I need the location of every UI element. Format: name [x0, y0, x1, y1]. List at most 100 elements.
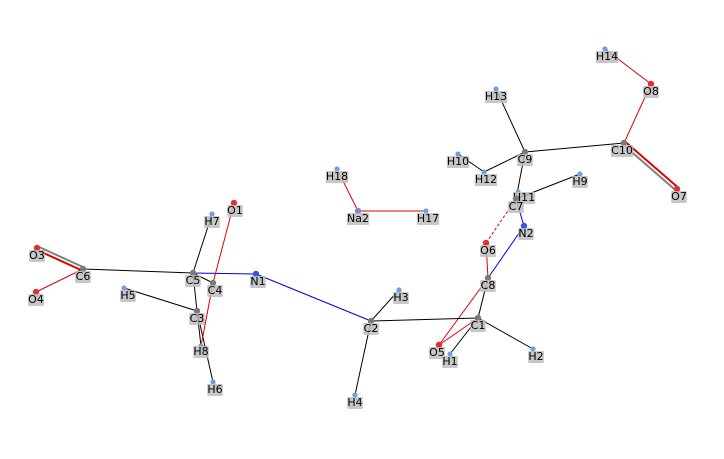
bond-c10-o7-b — [624, 140, 679, 189]
atom-label: C8 — [481, 279, 496, 292]
atom-label-bg — [518, 228, 534, 240]
atom-dot — [530, 346, 536, 352]
atom-label: O4 — [28, 293, 44, 306]
atom-h1: H1 — [442, 351, 458, 368]
atom-label: C9 — [518, 153, 533, 166]
atom-n2: N2 — [518, 222, 534, 240]
atom-dot — [577, 171, 583, 177]
atom-c7: C7 — [508, 195, 524, 213]
atom-label: O8 — [643, 85, 659, 98]
atom-label-bg — [325, 171, 349, 183]
atom-h6: H6 — [207, 379, 223, 396]
atom-o1: O1 — [227, 199, 243, 217]
atom-label-bg — [595, 51, 619, 63]
atom-label-bg — [120, 290, 136, 302]
atom-n1: N1 — [250, 270, 266, 288]
atom-label: C6 — [76, 270, 91, 283]
atom-label: H6 — [207, 383, 222, 396]
atom-label: O7 — [671, 190, 687, 203]
bond-c5-c6 — [82, 268, 194, 274]
atom-h2: H2 — [528, 346, 544, 363]
atom-label-bg — [250, 276, 266, 288]
atom-dot — [79, 265, 87, 273]
bond-c10-c9 — [524, 142, 625, 153]
atom-dot — [210, 379, 216, 385]
atom-label: O6 — [480, 244, 496, 257]
atom-h10: H10 — [446, 151, 470, 168]
atom-label: C5 — [186, 274, 201, 287]
atom-c8: C8 — [480, 274, 496, 292]
atom-h18: H18 — [325, 166, 349, 183]
atom-label: H5 — [120, 289, 135, 302]
atom-h4: H4 — [347, 392, 363, 409]
atom-label: C1 — [471, 319, 486, 332]
atom-dot — [474, 314, 482, 322]
atom-dot — [209, 211, 215, 217]
atom-c2: C2 — [363, 317, 379, 335]
atom-label-bg — [480, 245, 496, 257]
atom-o3: O3 — [29, 244, 45, 262]
bond-c8-o5 — [438, 277, 489, 346]
atom-h8: H8 — [193, 343, 209, 358]
atom-label-bg — [347, 397, 363, 409]
atom-h7: H7 — [204, 211, 220, 228]
atom-o8: O8 — [643, 80, 659, 98]
atom-dot — [482, 239, 490, 247]
atom-dot — [32, 288, 40, 296]
atom-label-bg — [480, 280, 496, 292]
atom-c5: C5 — [185, 269, 201, 287]
atom-label-bg — [346, 213, 370, 225]
bond-n1-c5 — [192, 272, 257, 275]
atom-h3: H3 — [393, 287, 409, 304]
atom-label: H18 — [326, 170, 348, 183]
atom-label-bg — [643, 86, 659, 98]
atom-dot — [189, 269, 197, 277]
atom-label-bg — [207, 285, 223, 297]
atom-label: H13 — [485, 90, 507, 103]
bond-c1-h2 — [477, 317, 534, 350]
atom-dot — [455, 151, 461, 157]
atom-label: N2 — [518, 227, 533, 240]
bond-c7-o6 — [485, 198, 517, 244]
atom-dot — [121, 285, 127, 291]
atom-dot — [484, 274, 492, 282]
atom-o6: O6 — [480, 239, 496, 257]
atom-dot — [209, 279, 217, 287]
atom-label-bg — [75, 271, 91, 283]
atom-dot — [354, 207, 362, 215]
atom-label-bg — [189, 313, 205, 325]
atom-label: H1 — [442, 355, 457, 368]
atom-dot — [352, 392, 358, 398]
atom-label-bg — [528, 351, 544, 363]
atom-label: H8 — [193, 345, 208, 358]
atom-label-bg — [207, 384, 223, 396]
atom-c10: C10 — [610, 139, 634, 157]
atom-h14: H14 — [595, 46, 619, 63]
atom-dot — [620, 139, 628, 147]
atom-o5: O5 — [429, 341, 445, 359]
atom-c6: C6 — [75, 265, 91, 283]
atom-label: H2 — [528, 350, 543, 363]
atom-dot — [435, 341, 443, 349]
atom-o7: O7 — [671, 185, 687, 203]
atom-label-bg — [517, 154, 533, 166]
bond-c2-n1 — [255, 273, 372, 322]
atom-label: H3 — [393, 291, 408, 304]
atom-label: C3 — [190, 312, 205, 325]
atom-label: H14 — [596, 50, 618, 63]
atom-label: O3 — [29, 249, 45, 262]
atom-c9: C9 — [517, 148, 533, 166]
atom-h13: H13 — [484, 86, 508, 103]
atom-label-bg — [185, 275, 201, 287]
atom-dot — [423, 208, 429, 214]
atom-label-bg — [29, 250, 45, 262]
atom-label: C2 — [364, 322, 379, 335]
atom-c4: C4 — [207, 279, 223, 297]
atom-label-bg — [227, 205, 243, 217]
bond-c5-c4 — [192, 272, 214, 284]
atom-label: H4 — [347, 396, 362, 409]
atom-label-bg — [508, 201, 524, 213]
atom-label: O1 — [227, 204, 243, 217]
